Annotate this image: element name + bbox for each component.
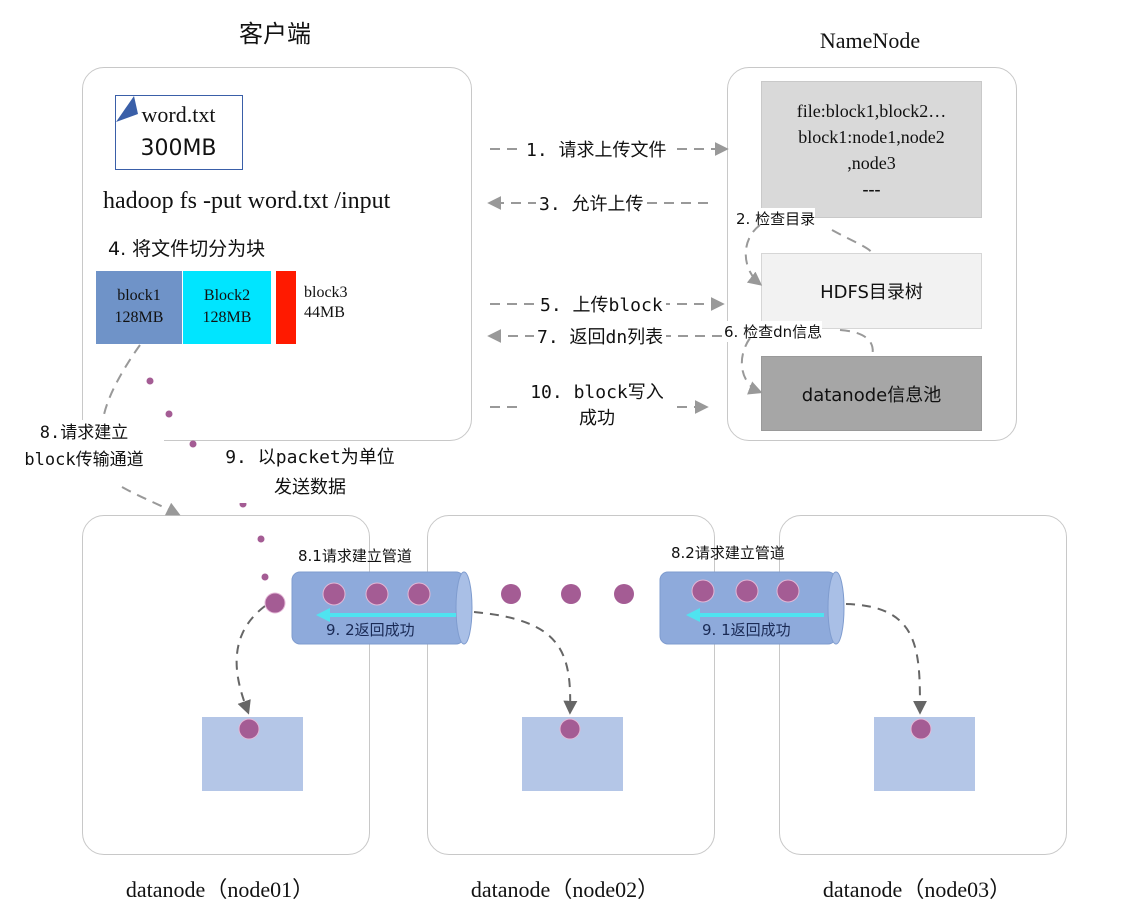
- block2[interactable]: Block2 128MB: [183, 271, 271, 344]
- block3-size: 44MB: [304, 304, 345, 321]
- pipe-request-82-label: 8.2请求建立管道: [671, 544, 785, 562]
- block1[interactable]: block1 128MB: [96, 271, 182, 344]
- msg-request-upload: 1. 请求上传文件: [523, 136, 670, 162]
- block2-name: Block2: [203, 287, 251, 304]
- storage-block-node03: [874, 717, 975, 791]
- datanode-panel-node01: [82, 515, 370, 855]
- packet: [735, 579, 759, 603]
- storage-block-node01: [202, 717, 303, 791]
- block2-size: 128MB: [202, 309, 252, 326]
- msg-request-channel-line2: block传输通道: [24, 450, 144, 470]
- packet: [407, 582, 431, 606]
- storage-block-node02: [522, 717, 623, 791]
- put-command: hadoop fs -put word.txt /input: [103, 188, 391, 214]
- packet-dot: [189, 440, 197, 448]
- block1-size: 128MB: [114, 309, 164, 326]
- msg-send-packets-line2: 发送数据: [274, 477, 346, 498]
- file-fold-icon: [116, 96, 138, 122]
- block3-label: block3 44MB: [304, 283, 348, 323]
- check-dir-label: 2. 检查目录: [736, 208, 816, 229]
- file-card[interactable]: word.txt 300MB: [115, 95, 243, 170]
- datanode-info-pool[interactable]: datanode信息池: [761, 356, 982, 431]
- return-success-92-label: 9. 2返回成功: [326, 621, 415, 639]
- msg-block-written-line1: 10. block写入: [530, 382, 664, 403]
- datanode-label-node02: datanode（node02）: [470, 877, 660, 902]
- datanode-label-node01: datanode（node01）: [125, 877, 315, 902]
- datanode-panel-node03: [779, 515, 1067, 855]
- msg-upload-block: 5. 上传block: [537, 291, 666, 317]
- namenode-title: NameNode: [819, 28, 921, 53]
- msg-request-channel-line1: 8.请求建立: [39, 423, 129, 443]
- check-dn-label: 6. 检查dn信息: [724, 321, 823, 342]
- metadata-line: file:block1,block2…: [796, 100, 947, 121]
- block3-name: block3: [304, 284, 348, 301]
- packet: [322, 582, 346, 606]
- packet: [365, 582, 389, 606]
- pipe-request-81-label: 8.1请求建立管道: [298, 547, 412, 565]
- msg-return-dn-list: 7. 返回dn列表: [534, 323, 667, 349]
- msg-send-packets: 9. 以packet为单位 发送数据: [205, 443, 415, 503]
- msg-request-channel: 8.请求建立 block传输通道: [4, 420, 164, 474]
- client-title: 客户端: [239, 20, 311, 48]
- hdfs-dir-tree[interactable]: HDFS目录树: [761, 253, 982, 329]
- arrow-request-channel: [121, 486, 181, 516]
- block3[interactable]: [276, 271, 296, 344]
- block1-name: block1: [117, 287, 161, 304]
- msg-block-written-line2: 成功: [579, 408, 615, 429]
- packet: [691, 579, 715, 603]
- packet: [776, 579, 800, 603]
- pipe-node01-node02: [291, 571, 473, 645]
- datanode-panel-node02: [427, 515, 715, 855]
- return-arrow-head-icon: [686, 608, 700, 622]
- file-size: 300MB: [140, 136, 217, 161]
- file-name: word.txt: [141, 102, 216, 127]
- split-step-label: 4. 将文件切分为块: [108, 238, 266, 260]
- metadata-line: block1:node1,node2: [798, 126, 945, 147]
- return-arrow-head-icon: [316, 608, 330, 622]
- namenode-metadata[interactable]: file:block1,block2… block1:node1,node2 ,…: [761, 81, 982, 218]
- metadata-line: ---: [862, 178, 881, 199]
- pipe-node02-node03: [659, 571, 845, 645]
- return-success-91-label: 9. 1返回成功: [702, 621, 791, 639]
- datanode-label-node03: datanode（node03）: [822, 877, 1012, 902]
- msg-send-packets-line1: 9. 以packet为单位: [225, 447, 395, 468]
- metadata-line: ,node3: [847, 152, 896, 173]
- msg-block-written: 10. block写入 成功: [518, 380, 676, 432]
- msg-allow-upload: 3. 允许上传: [536, 190, 647, 216]
